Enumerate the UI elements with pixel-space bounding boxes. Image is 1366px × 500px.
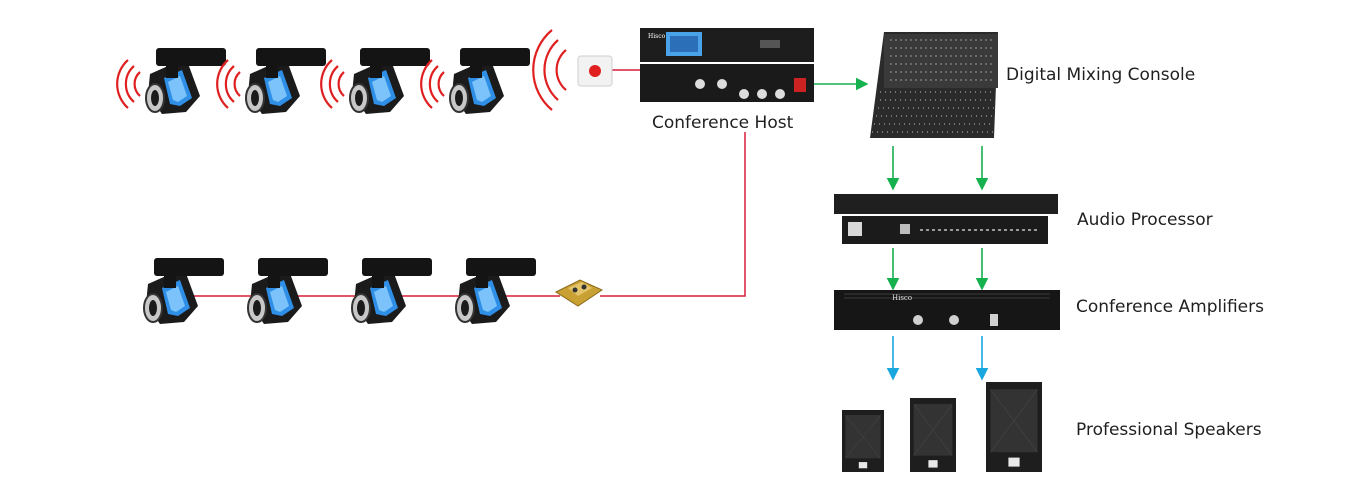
wired-mic-1 — [143, 257, 225, 325]
host-brand-text: Hisco — [648, 33, 666, 40]
wireless-access-point-icon — [532, 29, 613, 111]
digital-mixing-console-device — [870, 32, 998, 138]
amp-brand-text: Hisco — [892, 294, 912, 302]
audio-processor-label: Audio Processor — [1077, 210, 1213, 230]
floor-socket-box-icon — [554, 279, 604, 307]
wireless-mic-1 — [116, 47, 227, 115]
wired-mic-2 — [247, 257, 329, 325]
conference-host-device: Hisco — [640, 28, 814, 102]
mixing-console-label: Digital Mixing Console — [1006, 65, 1196, 85]
amplifiers-label: Conference Amplifiers — [1076, 297, 1264, 317]
wireless-mic-2 — [216, 47, 327, 115]
conference-amplifier-device: Hisco — [834, 290, 1060, 330]
wired-mic-3 — [351, 257, 433, 325]
wired-mic-4 — [455, 257, 537, 325]
speaker-large — [985, 381, 1043, 473]
speakers-label: Professional Speakers — [1076, 420, 1262, 440]
conference-host-label: Conference Host — [652, 113, 794, 133]
wireless-mic-4 — [420, 47, 531, 115]
speaker-small — [841, 409, 885, 473]
host-to-floorbox-link — [600, 132, 746, 297]
speaker-medium — [909, 397, 957, 473]
wireless-mic-3 — [320, 47, 431, 115]
audio-processor-device — [834, 194, 1058, 244]
